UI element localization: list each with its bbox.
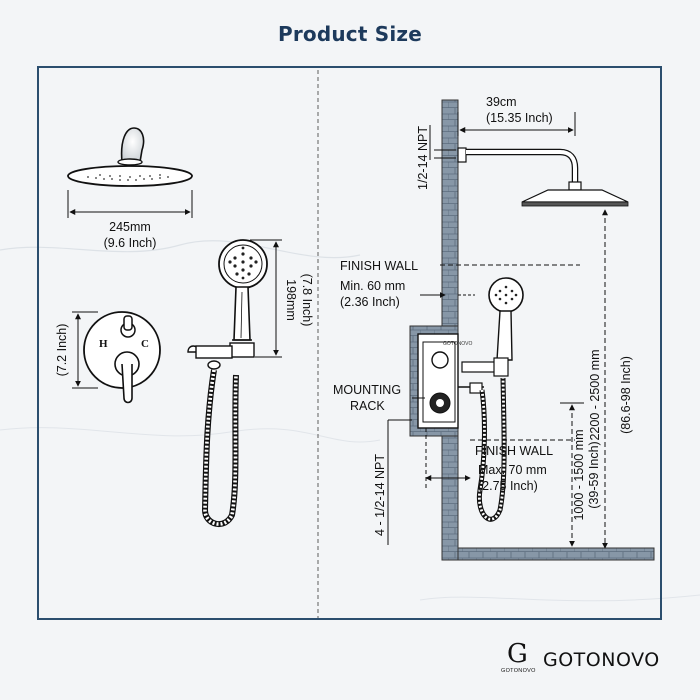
head-height-mm: 2200 - 2500 mm xyxy=(588,349,602,440)
brand-mark: G xyxy=(507,639,528,669)
shower-arm-icon xyxy=(457,147,629,207)
top-npt-label: 1/2-14 NPT xyxy=(416,126,430,190)
min-depth-mm: Min. 60 mm xyxy=(340,279,405,293)
brand-mark-icon: G GOTONOVO xyxy=(501,639,539,679)
head-height-in: (86.6-98 Inch) xyxy=(619,356,633,434)
head-width-mm: 245mm xyxy=(109,220,151,234)
arm-length-in: (15.35 Inch) xyxy=(486,111,553,125)
mounting-rack-label-2: RACK xyxy=(350,399,385,413)
diagram-frame xyxy=(37,66,662,620)
page-title: Product Size xyxy=(277,22,423,46)
valve-height-right-in: (39-59 Inch) xyxy=(587,441,601,508)
bottom-npt-label: 4 - 1/2-14 NPT xyxy=(373,454,387,536)
head-width-in: (9.6 Inch) xyxy=(104,236,157,250)
handheld-height-in: (7.8 Inch) xyxy=(300,274,314,327)
max-depth-mm: Max. 70 mm xyxy=(478,463,547,477)
mounting-rack-label-1: MOUNTING xyxy=(333,383,401,397)
valve-height-mm: 1000 - 1500 mm xyxy=(572,429,586,520)
floor-section xyxy=(457,547,655,561)
valve-cold-label: C xyxy=(141,338,149,350)
finish-wall-bottom-label: FINISH WALL xyxy=(475,444,553,458)
max-depth-in: (2.75 Inch) xyxy=(478,479,538,493)
handheld-height-mm: 198mm xyxy=(284,279,298,321)
arm-length-cm: 39cm xyxy=(486,95,517,109)
brand-mark-sub: GOTONOVO xyxy=(501,668,536,674)
valve-hot-label: H xyxy=(99,338,108,350)
brand-name: GOTONOVO xyxy=(543,649,660,671)
brand-logo: G GOTONOVO GOTONOVO xyxy=(501,639,660,680)
hand-shower-icon xyxy=(187,239,268,370)
valve-height-in: (7.2 Inch) xyxy=(55,324,69,377)
rain-shower-head-icon xyxy=(67,127,193,187)
min-depth-in: (2.36 Inch) xyxy=(340,295,400,309)
finish-wall-top-label: FINISH WALL xyxy=(340,259,418,273)
hand-shower-side-icon xyxy=(458,277,524,394)
shower-hose-icon xyxy=(201,369,239,527)
mixing-valve-icon: H C xyxy=(83,311,161,404)
svg-text:GOTONOVO: GOTONOVO xyxy=(443,341,472,347)
